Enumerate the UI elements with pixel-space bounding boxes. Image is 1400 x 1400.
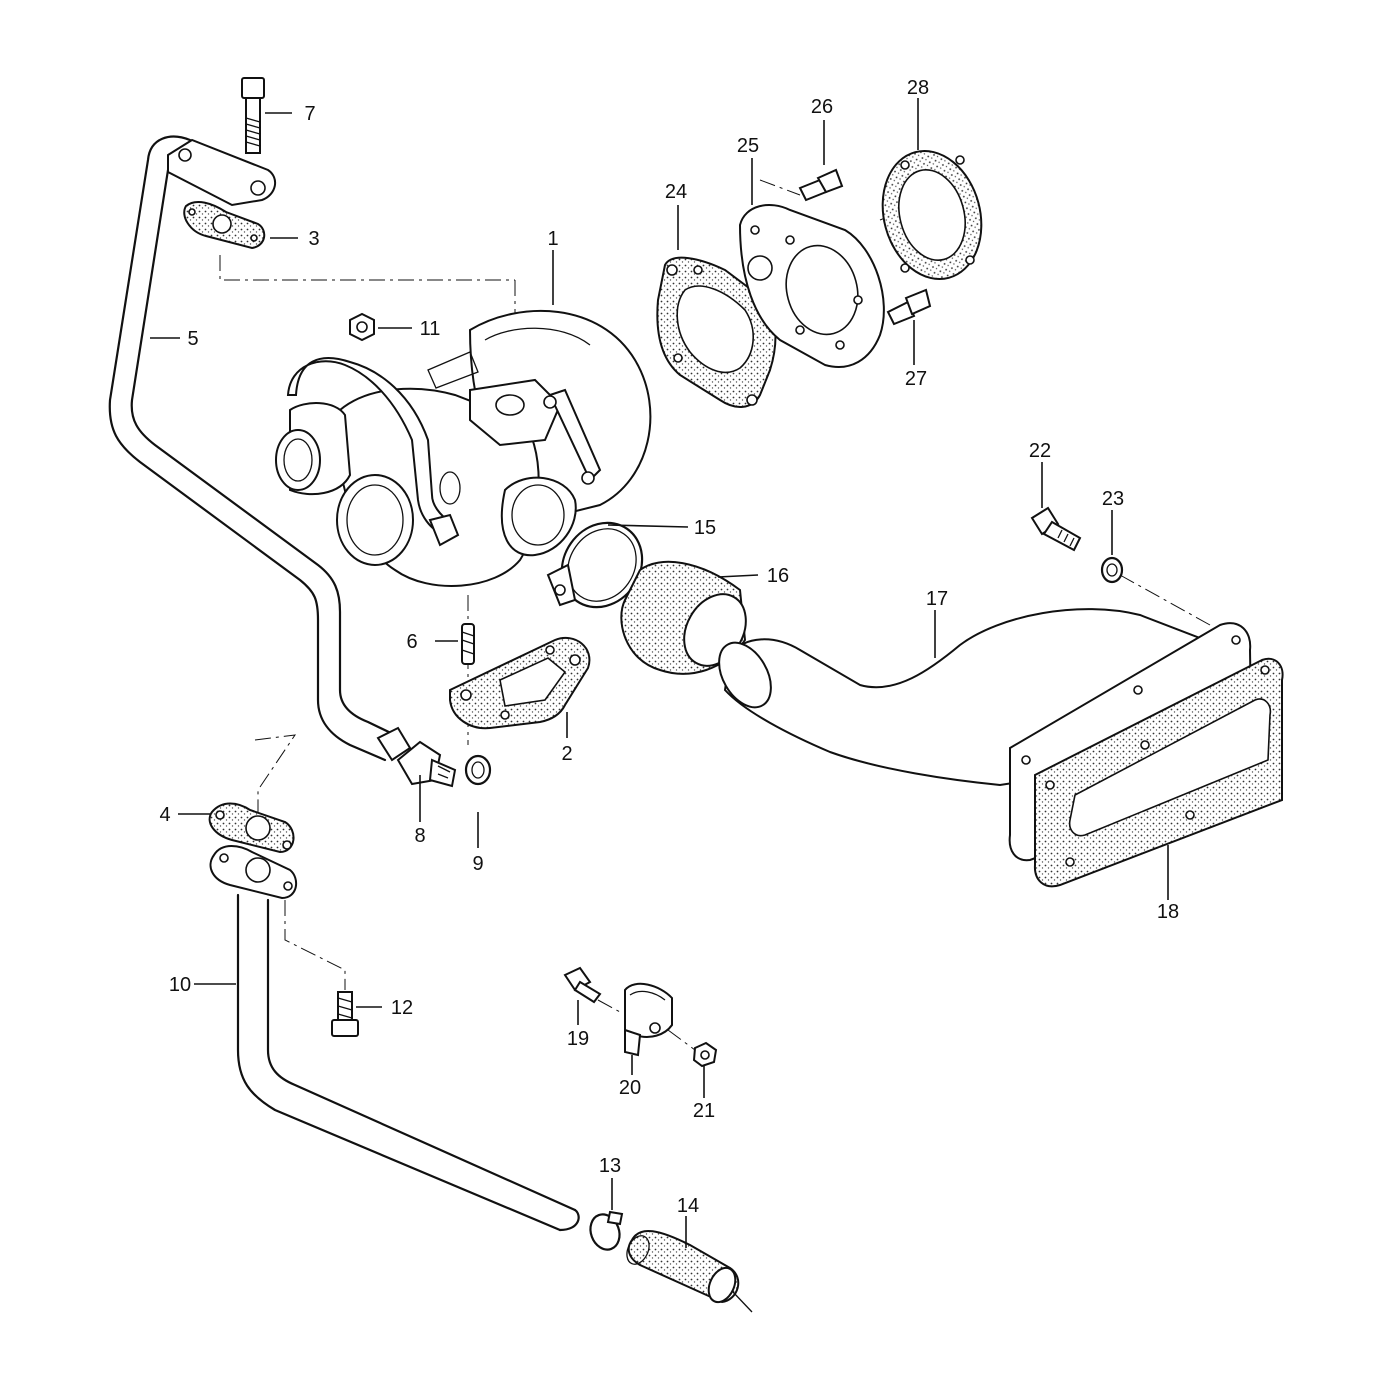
nut-21 xyxy=(692,1041,718,1068)
pipe-bracket-20 xyxy=(624,982,673,1057)
leader-lines xyxy=(150,98,1169,1248)
gasket-3 xyxy=(183,201,266,250)
callout-7: 7 xyxy=(304,103,315,125)
callout-11: 11 xyxy=(420,318,441,340)
callout-20: 20 xyxy=(619,1077,641,1099)
callout-18: 18 xyxy=(1157,901,1179,923)
callout-3: 3 xyxy=(308,228,319,250)
callout-labels: 1 2 3 4 5 6 7 8 9 10 11 12 13 14 15 16 1… xyxy=(159,77,1179,1217)
callout-23: 23 xyxy=(1102,488,1124,510)
banjo-bracket xyxy=(167,138,277,207)
gasket-28 xyxy=(881,149,983,281)
oil-return-line xyxy=(236,893,580,1232)
callout-19: 19 xyxy=(567,1028,589,1050)
flange-25 xyxy=(738,204,885,368)
stud-6 xyxy=(461,623,475,665)
callout-8: 8 xyxy=(414,825,425,847)
callout-13: 13 xyxy=(599,1155,621,1177)
callout-28: 28 xyxy=(907,77,929,99)
bolt-19 xyxy=(563,966,602,1004)
callout-22: 22 xyxy=(1029,440,1051,462)
union-fitting-8 xyxy=(396,740,457,788)
callout-5: 5 xyxy=(187,328,198,350)
callout-14: 14 xyxy=(677,1195,699,1217)
callout-16: 16 xyxy=(767,565,789,587)
callout-15: 15 xyxy=(694,517,716,539)
callout-2: 2 xyxy=(561,743,572,765)
callout-21: 21 xyxy=(693,1100,715,1122)
callout-17: 17 xyxy=(926,588,948,610)
callout-25: 25 xyxy=(737,135,759,157)
oil-feed-line xyxy=(108,135,412,762)
bolt-7 xyxy=(241,77,265,154)
callout-1: 1 xyxy=(547,228,558,250)
screw-27 xyxy=(886,288,932,326)
washer-9 xyxy=(464,754,492,786)
callout-24: 24 xyxy=(665,181,687,203)
return-flange xyxy=(209,845,298,900)
bolt-22 xyxy=(1030,506,1082,552)
callout-6: 6 xyxy=(406,631,417,653)
screw-26 xyxy=(798,168,844,202)
gasket-24 xyxy=(656,256,777,408)
turbocharger xyxy=(275,309,652,587)
washer-23 xyxy=(1100,556,1124,584)
gasket-4 xyxy=(208,802,295,854)
callout-9: 9 xyxy=(472,853,483,875)
nut-11 xyxy=(349,312,375,342)
callout-10: 10 xyxy=(169,974,191,996)
gasket-18 xyxy=(1033,657,1284,888)
callout-27: 27 xyxy=(905,368,927,390)
callout-12: 12 xyxy=(391,997,413,1019)
gasket-2 xyxy=(449,637,591,730)
hose-14 xyxy=(626,1229,753,1313)
hose-clip-13 xyxy=(589,1210,624,1251)
bolt-12 xyxy=(331,991,359,1037)
hose-16 xyxy=(620,560,747,675)
callout-26: 26 xyxy=(811,96,833,118)
callout-4: 4 xyxy=(159,804,170,826)
